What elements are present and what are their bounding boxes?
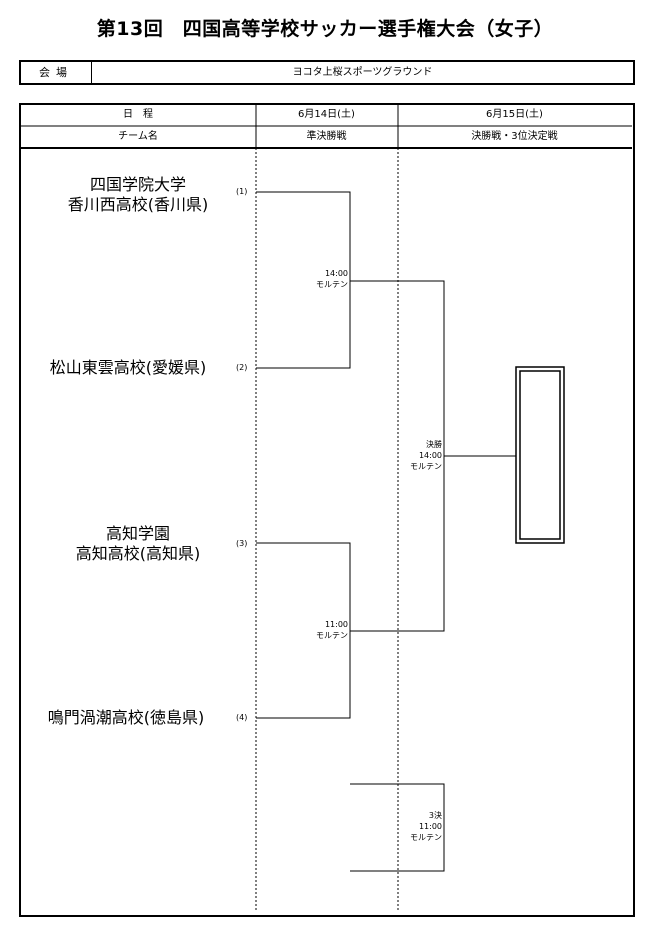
seed-4: (4) xyxy=(236,713,248,722)
header-day2-round: 決勝戦・3位決定戦 xyxy=(471,131,558,142)
team-2-line1: 松山東雲高校(愛媛県) xyxy=(49,358,207,377)
header-team-label: チーム名 xyxy=(118,131,158,142)
semi2-time: 11:00 xyxy=(324,620,348,629)
seed-2: (2) xyxy=(236,363,248,372)
final-venue: モルテン xyxy=(410,462,442,471)
venue-name: ヨコタ上桜スポーツグラウンド xyxy=(292,67,433,78)
semi1-label: 14:00 モルテン xyxy=(290,268,348,290)
venue-row: 会場 ヨコタ上桜スポーツグラウンド xyxy=(19,60,635,85)
final-name: 決勝 xyxy=(426,440,442,449)
third-time: 11:00 xyxy=(418,822,442,831)
venue-label: 会場 xyxy=(21,62,92,83)
team-3-line1: 高知学園 xyxy=(105,524,170,543)
bracket-table xyxy=(19,103,635,917)
team-2: 松山東雲高校(愛媛県) xyxy=(20,358,236,378)
semi1-time: 14:00 xyxy=(324,269,348,278)
final-time: 14:00 xyxy=(418,451,442,460)
team-3-line2: 高知高校(高知県) xyxy=(75,544,201,563)
seed-3: (3) xyxy=(236,539,248,548)
team-1: 四国学院大学 香川西高校(香川県) xyxy=(20,175,256,215)
seed-1: (1) xyxy=(236,187,248,196)
semi1-venue: モルテン xyxy=(316,280,348,289)
header-day2-date: 6月15日(土) xyxy=(486,109,543,120)
team-1-line1: 四国学院大学 xyxy=(89,175,186,194)
header-schedule-label: 日 程 xyxy=(123,109,153,120)
page-title: 第13回 四国高等学校サッカー選手権大会（女子） xyxy=(96,18,554,40)
team-1-line2: 香川西高校(香川県) xyxy=(67,195,209,214)
semi2-label: 11:00 モルテン xyxy=(290,619,348,641)
team-4-line1: 鳴門渦潮高校(徳島県) xyxy=(47,708,205,727)
third-label: 3決 11:00 モルテン xyxy=(384,810,442,843)
team-3: 高知学園 高知高校(高知県) xyxy=(20,524,256,564)
champion-box xyxy=(515,366,565,544)
team-4: 鳴門渦潮高校(徳島県) xyxy=(16,708,236,728)
semi2-venue: モルテン xyxy=(316,631,348,640)
header-day1-date: 6月14日(土) xyxy=(298,109,355,120)
third-venue: モルテン xyxy=(410,833,442,842)
final-label: 決勝 14:00 モルテン xyxy=(384,439,442,472)
header-day1-round: 準決勝戦 xyxy=(306,131,347,142)
third-name: 3決 xyxy=(428,811,442,820)
